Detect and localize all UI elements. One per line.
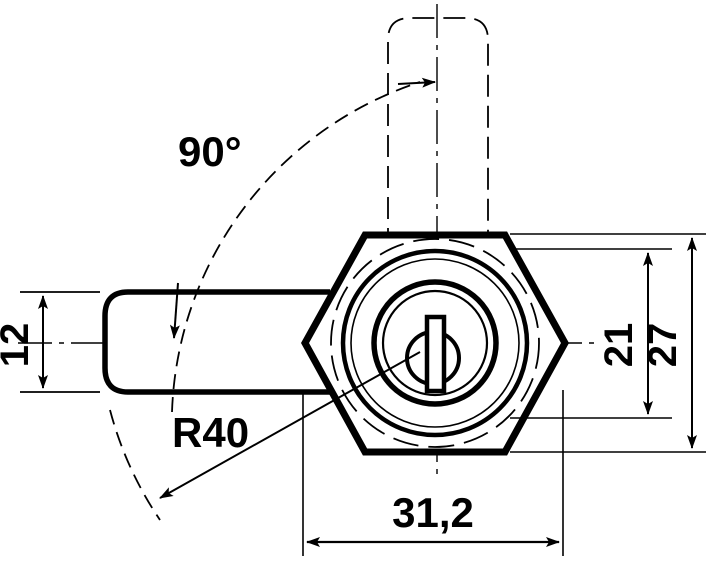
inner-thin-circle: [381, 289, 489, 397]
r40-leader-line: [159, 351, 421, 499]
horizontal-lever-outline: [102, 289, 330, 395]
outer-dashed-circle: [330, 238, 540, 448]
rotation-arc-arrow-left: [169, 282, 180, 339]
bezel-circle: [350, 258, 520, 428]
label-31-2: 31,2: [392, 489, 474, 536]
keyway-slot: [424, 314, 447, 394]
dimension-12-group: [20, 291, 100, 393]
dimension-21-group: [510, 248, 672, 419]
label-27: 27: [641, 323, 685, 368]
vertical-lever-phantom: [387, 17, 489, 250]
label-r40: R40: [172, 409, 249, 456]
vertical-lever-outline: [387, 17, 489, 250]
label-21: 21: [597, 323, 641, 368]
dimension-31-2-group: [302, 390, 564, 556]
keyway-slot-group: [424, 314, 447, 394]
rotation-arc-upper: [171, 81, 421, 413]
label-12: 12: [0, 323, 37, 368]
rotation-arc-arrow-top: [397, 77, 436, 88]
horizontal-lever: [102, 289, 330, 395]
rotation-arc-leftlower: [109, 409, 161, 521]
label-90-degrees: 90°: [178, 128, 242, 175]
dimension-27-group: [510, 233, 706, 453]
rotation-arc-group: [109, 77, 436, 521]
r40-leader-group: [159, 351, 421, 499]
